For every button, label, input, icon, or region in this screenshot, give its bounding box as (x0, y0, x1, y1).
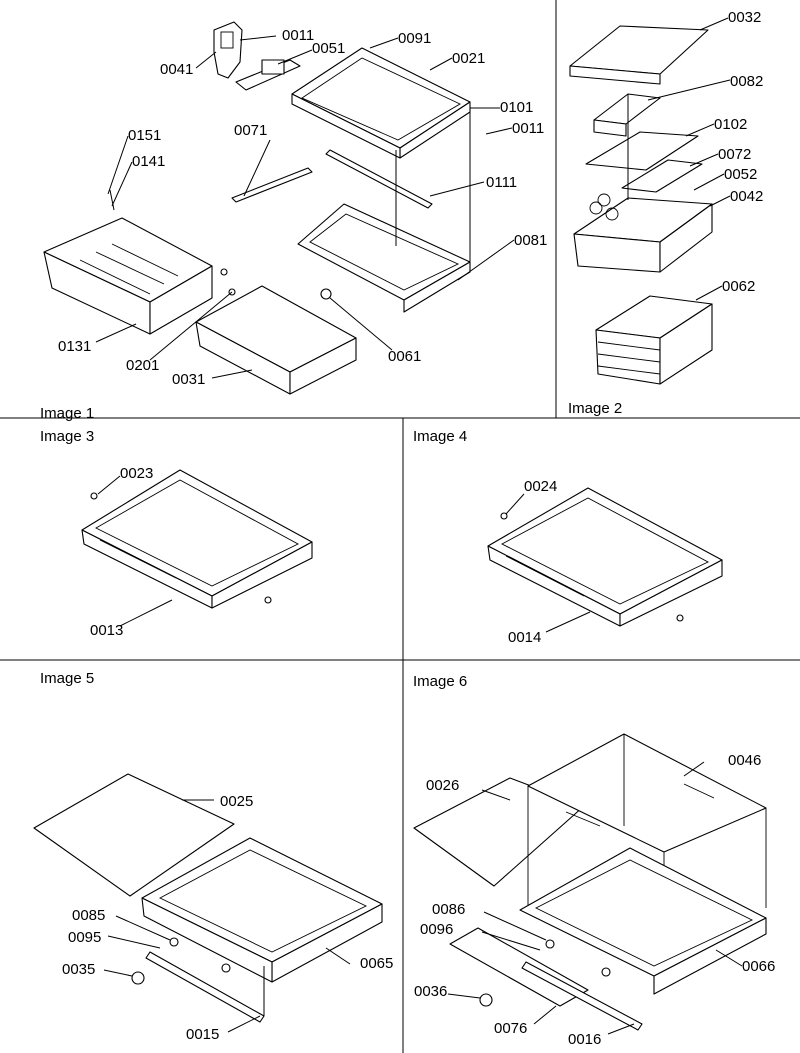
label-0101: 0101 (500, 99, 533, 116)
label-0065: 0065 (360, 955, 393, 972)
label-0151: 0151 (128, 127, 161, 144)
label-0025: 0025 (220, 793, 253, 810)
caption-image-1: Image 1 (40, 405, 94, 422)
label-0052: 0052 (724, 166, 757, 183)
label-0026: 0026 (426, 777, 459, 794)
image-5-labels: 0025 0085 0095 0035 0065 0015 (62, 793, 393, 1043)
image-1-drawing (43, 21, 515, 395)
label-0201: 0201 (126, 357, 159, 374)
label-0131: 0131 (58, 338, 91, 355)
label-0076: 0076 (494, 1020, 527, 1037)
label-0066: 0066 (742, 958, 775, 975)
caption-image-2: Image 2 (568, 400, 622, 417)
label-0082: 0082 (730, 73, 763, 90)
label-0024: 0024 (524, 478, 557, 495)
label-0091: 0091 (398, 30, 431, 47)
label-0051: 0051 (312, 40, 345, 57)
label-0141: 0141 (132, 153, 165, 170)
label-0015: 0015 (186, 1026, 219, 1043)
image-3-drawing (81, 469, 313, 627)
label-0041: 0041 (160, 61, 193, 78)
front-rail-image-5 (145, 951, 265, 1023)
label-0013: 0013 (90, 622, 123, 639)
image-1-labels: 0011 0051 0041 0091 0021 0101 0011 0151 … (58, 27, 547, 388)
shelf-rail (325, 149, 433, 209)
caption-image-4: Image 4 (413, 428, 467, 445)
label-0086: 0086 (432, 901, 465, 918)
image-2-drawing (569, 17, 731, 385)
label-0085: 0085 (72, 907, 105, 924)
label-0011-right: 0011 (512, 120, 544, 137)
label-0111: 0111 (486, 174, 517, 191)
label-0046: 0046 (728, 752, 761, 769)
label-0036: 0036 (414, 983, 447, 1000)
divider-plate (231, 167, 313, 203)
front-rail-image-6 (521, 961, 643, 1031)
shelf-frame-image-6 (519, 847, 767, 977)
glass-panel-image-5 (33, 773, 235, 897)
label-0096: 0096 (420, 921, 453, 938)
image-2-labels: 0032 0082 0102 0072 0052 0042 0062 (714, 9, 763, 295)
label-0102: 0102 (714, 116, 747, 133)
label-0095: 0095 (68, 929, 101, 946)
label-0014: 0014 (508, 629, 541, 646)
label-0042: 0042 (730, 188, 763, 205)
label-0081: 0081 (514, 232, 547, 249)
bin-frame (585, 131, 699, 171)
label-0031: 0031 (172, 371, 205, 388)
image-6-drawing (413, 733, 767, 1035)
front-cover-image-6 (449, 927, 589, 1007)
image-6-labels: 0026 0046 0086 0096 0036 0066 0076 0016 (414, 752, 775, 1048)
caption-image-6: Image 6 (413, 673, 467, 690)
label-0072: 0072 (718, 146, 751, 163)
label-0023: 0023 (120, 465, 153, 482)
image-5-drawing (33, 773, 383, 1033)
label-0062: 0062 (722, 278, 755, 295)
label-0021: 0021 (452, 50, 485, 67)
label-0016: 0016 (568, 1031, 601, 1048)
label-0011-top: 0011 (282, 27, 314, 44)
control-housing (213, 21, 243, 79)
egg-tray (621, 159, 703, 193)
dairy-cover (569, 25, 709, 75)
roller-0061 (320, 288, 332, 300)
label-0061: 0061 (388, 348, 421, 365)
label-0032: 0032 (728, 9, 761, 26)
image-4-drawing (487, 487, 723, 633)
label-0071: 0071 (234, 122, 267, 139)
caption-image-3: Image 3 (40, 428, 94, 445)
caption-image-5: Image 5 (40, 670, 94, 687)
butter-door (593, 93, 661, 125)
label-0035: 0035 (62, 961, 95, 978)
